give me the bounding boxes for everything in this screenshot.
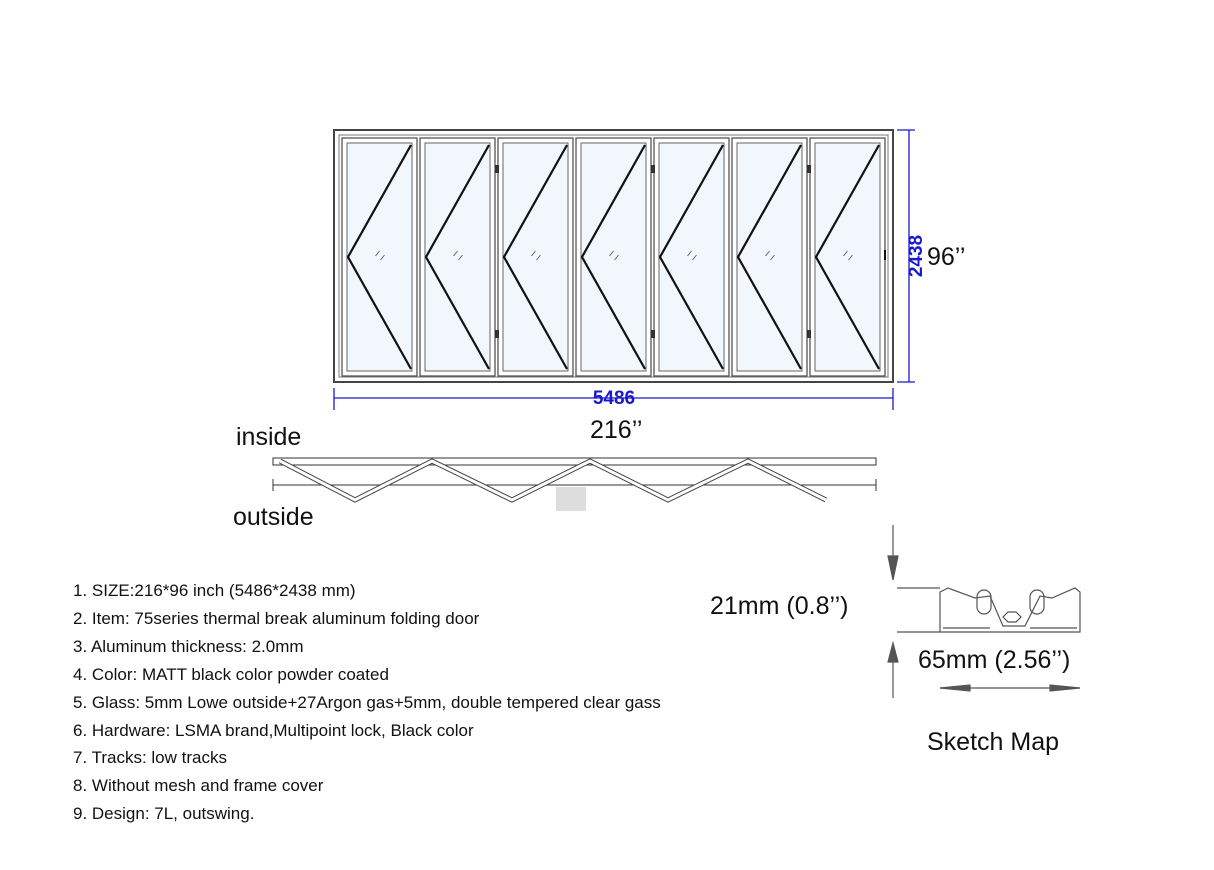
spec-item: 5. Glass: 5mm Lowe outside+27Argon gas+5…	[73, 692, 661, 712]
height-inch-label: 96’’	[927, 243, 966, 271]
hinge	[807, 165, 811, 173]
hinge	[807, 330, 811, 338]
profile-sketch	[887, 525, 1081, 698]
glass-pane	[658, 142, 725, 372]
inside-label: inside	[236, 423, 302, 451]
spec-list: 1. SIZE:216*96 inch (5486*2438 mm) 2. It…	[73, 577, 661, 828]
spec-item: 8. Without mesh and frame cover	[73, 776, 324, 796]
hinge	[651, 330, 655, 338]
spec-item: 2. Item: 75series thermal break aluminum…	[73, 608, 480, 628]
plan-view	[272, 457, 877, 511]
opening-direction-line	[658, 144, 724, 370]
outside-label: outside	[233, 503, 314, 531]
opening-direction-line	[502, 144, 568, 370]
spec-item: 6. Hardware: LSMA brand,Multipoint lock,…	[73, 720, 474, 740]
profile-height-label: 21mm (0.8’’)	[710, 592, 849, 620]
spec-item: 9. Design: 7L, outswing.	[73, 804, 255, 824]
glass-pane	[580, 142, 647, 372]
opening-direction-line	[580, 144, 646, 370]
width-dimension	[333, 388, 894, 410]
width-mm-label: 5486	[593, 388, 635, 409]
door-elevation	[333, 129, 894, 383]
opening-direction-line	[346, 144, 412, 370]
glass-pane	[346, 142, 413, 372]
opening-direction-line	[814, 144, 880, 370]
hinge	[495, 165, 499, 173]
door-handle	[884, 250, 886, 260]
hinge	[651, 165, 655, 173]
sketch-map-caption: Sketch Map	[927, 728, 1060, 756]
height-dimension	[897, 129, 915, 383]
height-mm-label: 2438	[906, 235, 927, 277]
spec-item: 3. Aluminum thickness: 2.0mm	[73, 636, 304, 656]
profile-width-label: 65mm (2.56’’)	[918, 646, 1071, 674]
glass-pane	[424, 142, 491, 372]
glass-pane	[502, 142, 569, 372]
hinge	[495, 330, 499, 338]
width-inch-label: 216’’	[590, 416, 643, 444]
opening-direction-line	[424, 144, 490, 370]
spec-item: 7. Tracks: low tracks	[73, 748, 227, 768]
glass-pane	[736, 142, 803, 372]
glass-pane	[814, 142, 881, 372]
spec-item: 4. Color: MATT black color powder coated	[73, 664, 389, 684]
spec-item: 1. SIZE:216*96 inch (5486*2438 mm)	[73, 581, 356, 600]
opening-direction-line	[736, 144, 802, 370]
